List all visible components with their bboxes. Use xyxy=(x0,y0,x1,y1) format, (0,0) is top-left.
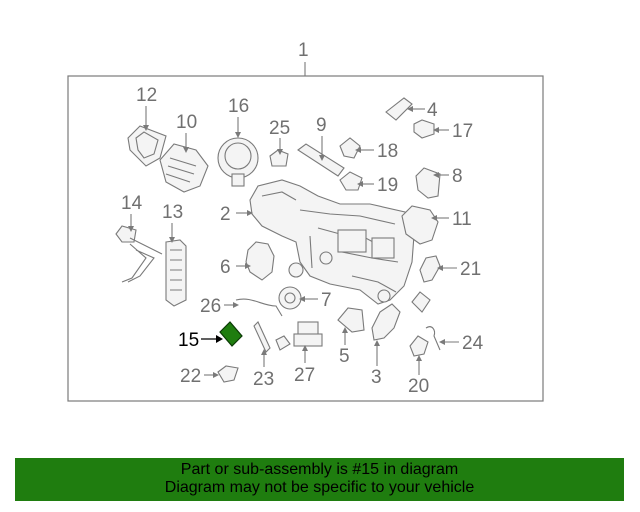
part-8-shape xyxy=(415,167,441,199)
callout-22: 22 xyxy=(180,366,201,387)
part-7-shape xyxy=(278,286,302,310)
banner-part-line: Part or sub-assembly is #15 in diagram xyxy=(180,461,459,478)
vehicle-fit-banner: Part or sub-assembly is #15 in diagram D… xyxy=(15,458,624,501)
part-27-shape xyxy=(293,321,323,347)
extra-clip-shape xyxy=(275,335,291,351)
callout-3: 3 xyxy=(371,367,382,388)
callout-15: 15 xyxy=(178,330,199,351)
parts-diagram: 1 xyxy=(67,40,544,402)
part-10-shape xyxy=(159,143,209,193)
callout-8: 8 xyxy=(452,166,463,187)
callout-27: 27 xyxy=(294,365,315,386)
part-17-shape xyxy=(413,119,435,139)
callout-21: 21 xyxy=(460,259,481,280)
callout-26: 26 xyxy=(200,296,221,317)
part-6-shape xyxy=(245,241,275,281)
callout-18: 18 xyxy=(377,141,398,162)
callout-5: 5 xyxy=(339,346,350,367)
part-16-shape xyxy=(217,137,259,187)
callout-4: 4 xyxy=(427,100,438,121)
part-14-shape xyxy=(115,225,163,283)
part-21-shape xyxy=(419,255,441,283)
part-22-shape xyxy=(217,365,239,383)
part-19-shape xyxy=(339,171,363,191)
callout-25: 25 xyxy=(269,118,290,139)
part-9-shape xyxy=(297,143,345,177)
callout-12: 12 xyxy=(136,85,157,106)
callout-2: 2 xyxy=(220,204,231,225)
leader-lines xyxy=(128,106,459,378)
callout-11: 11 xyxy=(452,209,472,230)
banner-disclaimer-line: Diagram may not be specific to your vehi… xyxy=(164,479,475,496)
part-3-shape xyxy=(371,303,401,341)
part-20-shape xyxy=(409,335,429,357)
extra-bracket-shape xyxy=(411,291,431,313)
part-4-shape xyxy=(385,97,413,121)
callout-14: 14 xyxy=(121,193,143,214)
part-11-shape xyxy=(401,205,439,245)
callout-16: 16 xyxy=(228,96,249,117)
part-18-shape xyxy=(339,137,361,159)
part-13-shape xyxy=(165,239,187,307)
callout-13: 13 xyxy=(162,202,183,223)
part-26-shape xyxy=(235,298,283,317)
callout-19: 19 xyxy=(377,175,398,196)
callout-10: 10 xyxy=(176,112,197,133)
part-23-shape xyxy=(253,321,271,353)
callout-7: 7 xyxy=(321,290,332,311)
callout-9: 9 xyxy=(316,115,327,136)
callout-17: 17 xyxy=(452,121,473,142)
part-5-shape xyxy=(337,307,365,333)
callout-24: 24 xyxy=(462,333,484,354)
part-24-shape xyxy=(425,326,441,351)
assembly-label: 1 xyxy=(298,40,309,61)
callout-6: 6 xyxy=(220,257,231,278)
part-2-shape xyxy=(249,179,416,305)
callout-23: 23 xyxy=(253,369,274,390)
callout-20: 20 xyxy=(408,376,429,397)
part-25-shape xyxy=(269,149,289,167)
part-12-shape xyxy=(127,125,167,167)
part-15-shape xyxy=(219,321,243,347)
